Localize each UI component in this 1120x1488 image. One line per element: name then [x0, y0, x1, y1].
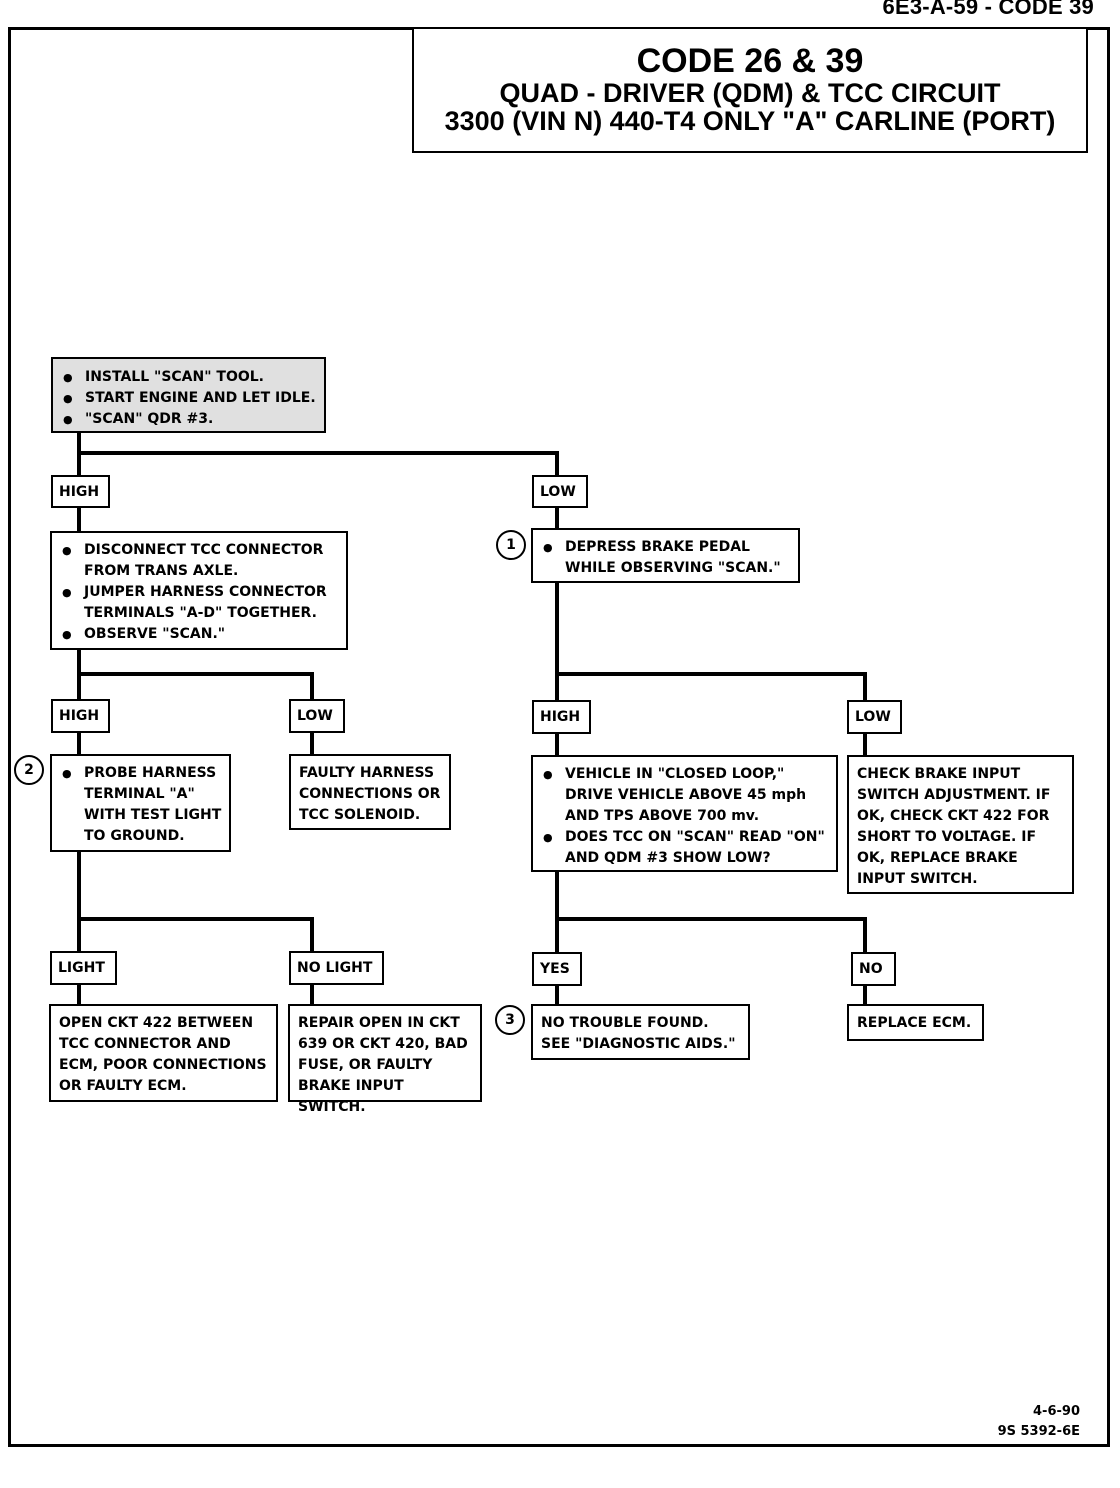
repair-open-result-box: REPAIR OPEN IN CKT 639 OR CKT 420, BAD F… — [288, 1004, 482, 1115]
start-step-list: INSTALL "SCAN" TOOL. START ENGINE AND LE… — [59, 367, 318, 430]
probe-step-list: PROBE HARNESS TERMINAL "A" WITH TEST LIG… — [58, 763, 223, 847]
no-trouble-result-box: NO TROUBLE FOUND. SEE "DIAGNOSTIC AIDS." — [531, 1004, 750, 1060]
connector-line — [863, 732, 867, 756]
disconnect-step-box: DISCONNECT TCC CONNECTOR FROM TRANS AXLE… — [50, 531, 348, 650]
connector-line — [310, 983, 314, 1005]
connector-line — [77, 850, 81, 952]
vehicle-step-item: DOES TCC ON "SCAN" READ "ON" AND QDM #3 … — [539, 827, 830, 869]
page-frame — [8, 27, 1110, 1447]
start-step-item: "SCAN" QDR #3. — [59, 409, 318, 430]
connector-line — [555, 917, 867, 921]
disconnect-step-item: DISCONNECT TCC CONNECTOR FROM TRANS AXLE… — [58, 540, 340, 582]
branch-label-no: NO — [851, 952, 896, 986]
branch-label-yes: YES — [532, 952, 582, 986]
disconnect-step-list: DISCONNECT TCC CONNECTOR FROM TRANS AXLE… — [58, 540, 340, 645]
title-circuit: QUAD - DRIVER (QDM) & TCC CIRCUIT — [499, 78, 1001, 108]
title-application: 3300 (VIN N) 440-T4 ONLY "A" CARLINE (PO… — [444, 106, 1056, 136]
connector-line — [863, 672, 867, 701]
connector-line — [555, 672, 867, 676]
branch-label-high: HIGH — [532, 700, 591, 734]
footer-code: 9S 5392-6E — [997, 1424, 1080, 1439]
connector-line — [555, 732, 559, 756]
faulty-harness-result-box: FAULTY HARNESS CONNECTIONS OR TCC SOLENO… — [289, 754, 451, 830]
connector-line — [310, 672, 314, 700]
footer-ref: 4-6-90 9S 5392-6E — [998, 1402, 1080, 1442]
connector-line — [77, 982, 81, 1004]
disconnect-step-item: OBSERVE "SCAN." — [58, 624, 340, 645]
check-brake-result-box: CHECK BRAKE INPUT SWITCH ADJUSTMENT. IF … — [847, 755, 1074, 894]
probe-step-box: PROBE HARNESS TERMINAL "A" WITH TEST LIG… — [50, 754, 231, 852]
depress-step-list: DEPRESS BRAKE PEDAL WHILE OBSERVING "SCA… — [539, 537, 792, 579]
branch-label-high: HIGH — [51, 475, 110, 508]
branch-label-light: LIGHT — [50, 951, 117, 985]
vehicle-step-box: VEHICLE IN "CLOSED LOOP," DRIVE VEHICLE … — [531, 755, 838, 872]
start-step-box: INSTALL "SCAN" TOOL. START ENGINE AND LE… — [51, 357, 326, 433]
start-step-item: START ENGINE AND LET IDLE. — [59, 388, 318, 409]
branch-label-low: LOW — [289, 699, 345, 733]
replace-ecm-result-box: REPLACE ECM. — [847, 1004, 984, 1041]
start-step-item: INSTALL "SCAN" TOOL. — [59, 367, 318, 388]
connector-line — [863, 983, 867, 1005]
connector-line — [77, 451, 559, 455]
note-marker-1: 1 — [496, 530, 526, 560]
connector-line — [77, 731, 81, 755]
connector-line — [310, 731, 314, 755]
note-marker-3: 3 — [495, 1005, 525, 1035]
branch-label-no-light: NO LIGHT — [289, 951, 384, 985]
connector-line — [863, 917, 867, 953]
vehicle-step-item: VEHICLE IN "CLOSED LOOP," DRIVE VEHICLE … — [539, 764, 830, 827]
connector-line — [555, 581, 559, 701]
connector-line — [555, 506, 559, 529]
vehicle-step-list: VEHICLE IN "CLOSED LOOP," DRIVE VEHICLE … — [539, 764, 830, 869]
probe-step-item: PROBE HARNESS TERMINAL "A" WITH TEST LIG… — [58, 763, 223, 847]
footer-date: 4-6-90 — [1033, 1404, 1080, 1419]
connector-line — [310, 917, 314, 952]
branch-label-low: LOW — [532, 475, 588, 508]
depress-step-box: DEPRESS BRAKE PEDAL WHILE OBSERVING "SCA… — [531, 528, 800, 583]
branch-label-high: HIGH — [51, 699, 110, 733]
connector-line — [555, 871, 559, 953]
open-ckt-result-box: OPEN CKT 422 BETWEEN TCC CONNECTOR AND E… — [49, 1004, 278, 1102]
title-code: CODE 26 & 39 — [636, 42, 864, 80]
disconnect-step-item: JUMPER HARNESS CONNECTOR TERMINALS "A-D"… — [58, 582, 340, 624]
branch-label-low: LOW — [847, 700, 902, 734]
title-block: CODE 26 & 39 QUAD - DRIVER (QDM) & TCC C… — [412, 27, 1088, 153]
connector-line — [77, 917, 314, 921]
connector-line — [77, 506, 81, 532]
depress-step-item: DEPRESS BRAKE PEDAL WHILE OBSERVING "SCA… — [539, 537, 792, 579]
connector-line — [77, 672, 314, 676]
page-id: 6E3-A-59 - CODE 39 — [882, 0, 1094, 19]
connector-line — [555, 451, 559, 476]
connector-line — [555, 983, 559, 1005]
note-marker-2: 2 — [14, 755, 44, 785]
